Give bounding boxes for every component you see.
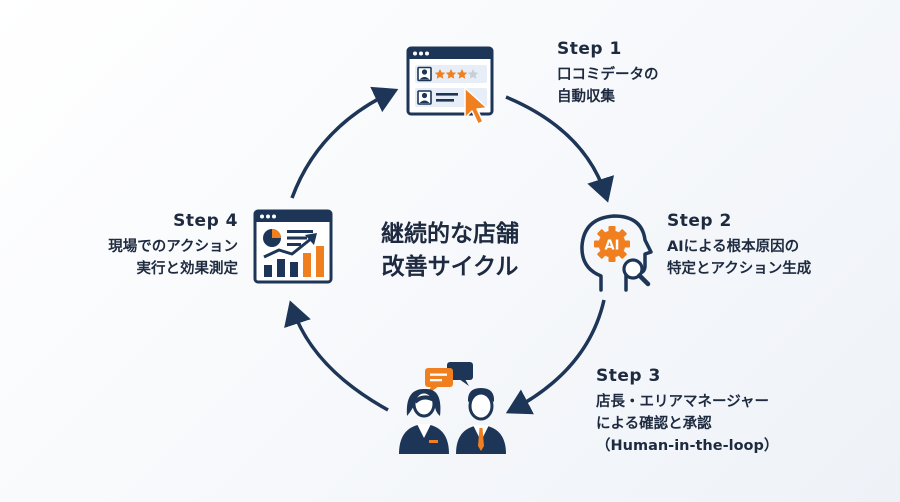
center-title-line1: 継続的な店舗: [381, 221, 519, 247]
managers-chat-icon: [399, 362, 506, 454]
step1-line1: 口コミデータの: [557, 67, 659, 83]
step1-text: Step 1 口コミデータの 自動収集: [557, 39, 659, 108]
arrow-step4-to-step1: [290, 86, 399, 199]
ai-badge-text: AI: [605, 239, 620, 254]
center-title-line2: 改善サイクル: [381, 254, 519, 280]
step2-title: Step 2: [667, 211, 732, 231]
step2-line1: AIによる根本原因の: [667, 239, 800, 255]
arrow-step2-to-step3: [505, 299, 606, 415]
analytics-dashboard-icon: [253, 209, 333, 284]
step4-line2: 実行と効果測定: [136, 261, 239, 277]
arrow-step1-to-step2: [505, 95, 615, 203]
arrow-step3-to-step4: [284, 300, 389, 412]
step3-title: Step 3: [596, 366, 661, 386]
ai-head-icon: AI: [580, 214, 653, 292]
step3-text: Step 3 店長・エリアマネージャー による確認と承認 （Human-in-t…: [596, 366, 778, 457]
step1-line2: 自動収集: [557, 89, 615, 105]
step3-line1: 店長・エリアマネージャー: [596, 394, 769, 410]
step2-text: Step 2 AIによる根本原因の 特定とアクション生成: [667, 211, 811, 280]
step1-title: Step 1: [557, 39, 622, 59]
center-title: 継続的な店舗 改善サイクル: [360, 218, 540, 284]
step4-line1: 現場でのアクション: [108, 239, 238, 255]
step2-line2: 特定とアクション生成: [667, 261, 812, 277]
step3-line2: による確認と承認: [596, 416, 712, 432]
step4-title: Step 4: [173, 211, 238, 231]
step3-line3: （Human-in-the-loop）: [596, 438, 779, 454]
step4-text: Step 4 現場でのアクション 実行と効果測定: [60, 211, 238, 280]
review-browser-icon: [406, 46, 494, 125]
